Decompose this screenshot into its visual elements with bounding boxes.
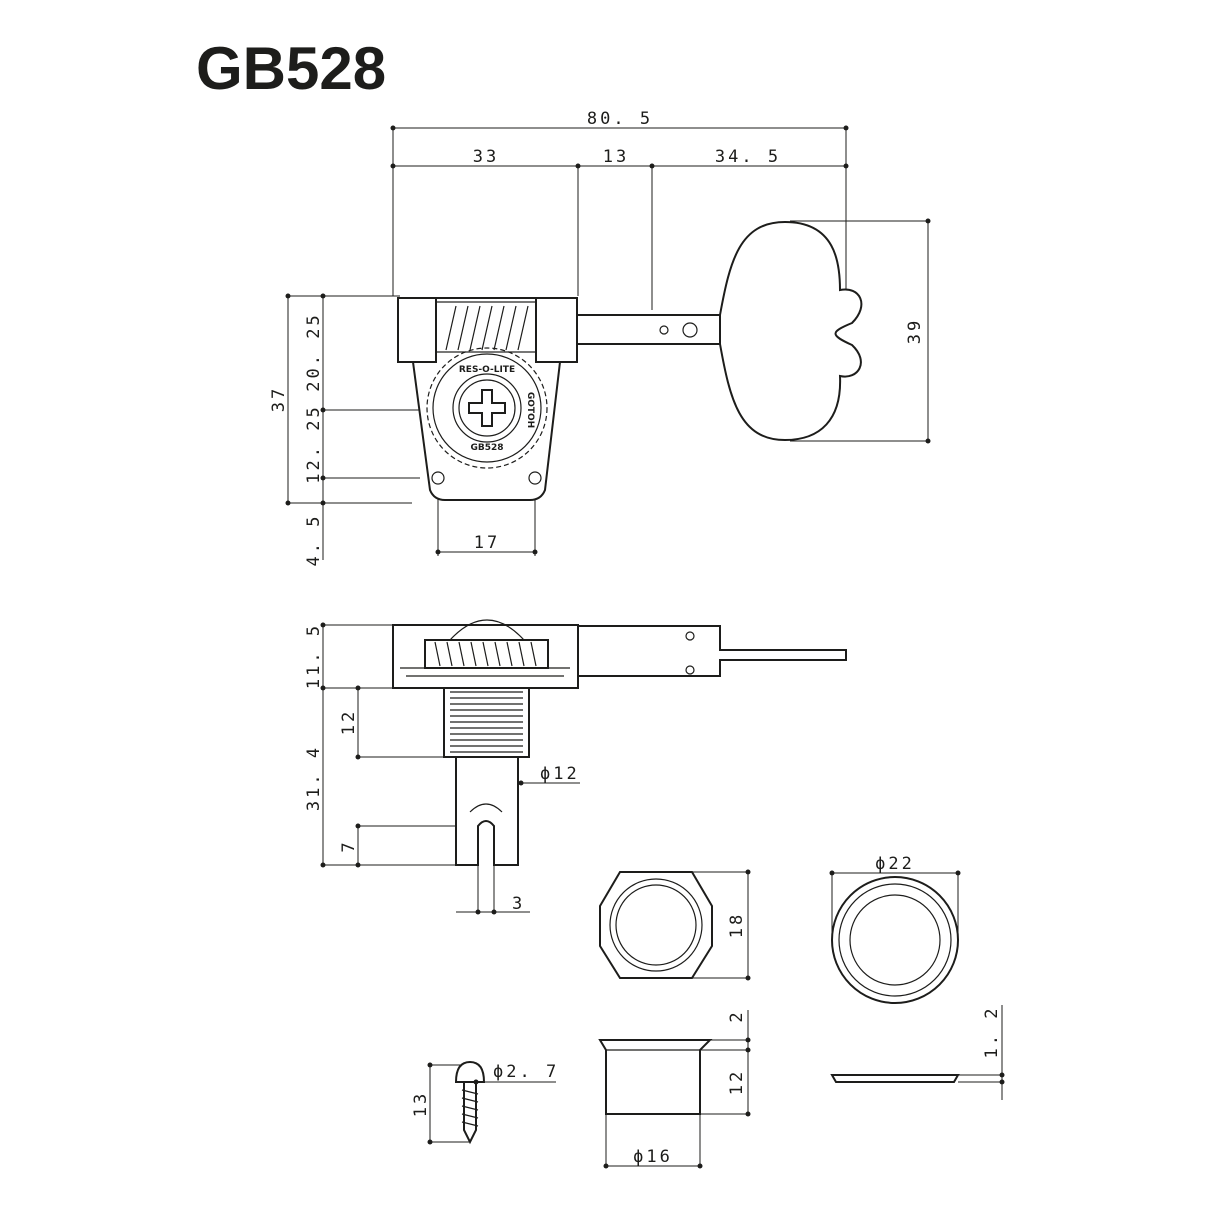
dim-screw-diameter: ϕ2. 7 <box>493 1062 559 1082</box>
screw-head <box>454 1060 486 1083</box>
marking-res-o-lite: RES-O-LITE <box>459 365 515 375</box>
housing-left-block <box>397 297 437 363</box>
tuner-shaft <box>576 314 721 345</box>
gear-side <box>424 639 549 669</box>
dim-bushing-length: 12 <box>339 709 359 735</box>
dim-slot-depth: 7 <box>339 839 359 852</box>
gear-inner <box>452 373 522 443</box>
shaft-hole-small <box>659 325 669 335</box>
nut-front-view: 18 <box>599 869 751 981</box>
dim-nut-top-thickness: 2 <box>727 1009 747 1022</box>
dim-nut-height: 18 <box>727 912 747 938</box>
dim-slot-width: 3 <box>512 894 525 914</box>
nut-side-view: 2 12 ϕ16 <box>598 1009 751 1169</box>
worm-gear <box>435 301 537 353</box>
dim-washer-thickness: 1. 2 <box>982 1006 1002 1059</box>
dim-nut-diameter: ϕ16 <box>633 1147 673 1167</box>
marking-model: GB528 <box>470 443 503 453</box>
string-post <box>455 756 519 866</box>
hex-nut <box>599 871 713 979</box>
dim-post-length: 31. 4 <box>304 745 324 811</box>
mount-hole-left <box>431 471 445 485</box>
part-number-title: GB528 <box>196 35 387 102</box>
dim-washer-diameter: ϕ22 <box>875 854 915 874</box>
top-view: 80. 5 33 13 34. 5 39 37 20. 25 12. 25 4.… <box>269 109 931 566</box>
dim-post-diameter: ϕ12 <box>540 764 580 784</box>
dim-hole-spacing: 17 <box>474 533 500 553</box>
washer-side-view: 1. 2 <box>830 1005 1005 1100</box>
gear-teeth <box>426 347 548 469</box>
worm-threads <box>445 305 529 351</box>
dim-lower-height: 12. 25 <box>304 404 324 483</box>
nut-side <box>598 1039 713 1115</box>
housing-right-block <box>535 297 578 363</box>
washer-front-view: ϕ22 <box>829 854 961 1004</box>
washer-side <box>830 1074 960 1083</box>
gear-screw-head <box>458 379 516 437</box>
gear-ring <box>432 353 542 463</box>
dim-overall-width: 80. 5 <box>587 109 653 129</box>
marking-gotoh: GOTOH <box>525 392 535 428</box>
phillips-screw-icon <box>468 389 506 427</box>
dim-upper-height: 20. 25 <box>304 312 324 391</box>
dim-segment-left: 33 <box>473 147 499 167</box>
dim-segment-mid: 13 <box>603 147 629 167</box>
shaft-hole-large <box>682 322 698 338</box>
dim-key-height: 39 <box>905 318 925 344</box>
gear-side-teeth <box>434 641 537 667</box>
dim-segment-right: 34. 5 <box>715 147 781 167</box>
shaft-side <box>577 625 847 677</box>
washer-outer <box>831 876 959 1004</box>
dim-screw-length: 13 <box>411 1091 431 1117</box>
dim-head-height: 11. 5 <box>304 623 324 689</box>
dim-bottom-height: 4. 5 <box>304 514 324 567</box>
screw-view: ϕ2. 7 13 <box>411 1060 559 1145</box>
mount-hole-right <box>528 471 542 485</box>
dim-nut-body-thickness: 12 <box>727 1069 747 1095</box>
dim-total-height: 37 <box>269 386 289 412</box>
tuner-key <box>719 220 863 442</box>
side-view: 11. 5 31. 4 12 7 ϕ12 3 <box>304 619 847 915</box>
